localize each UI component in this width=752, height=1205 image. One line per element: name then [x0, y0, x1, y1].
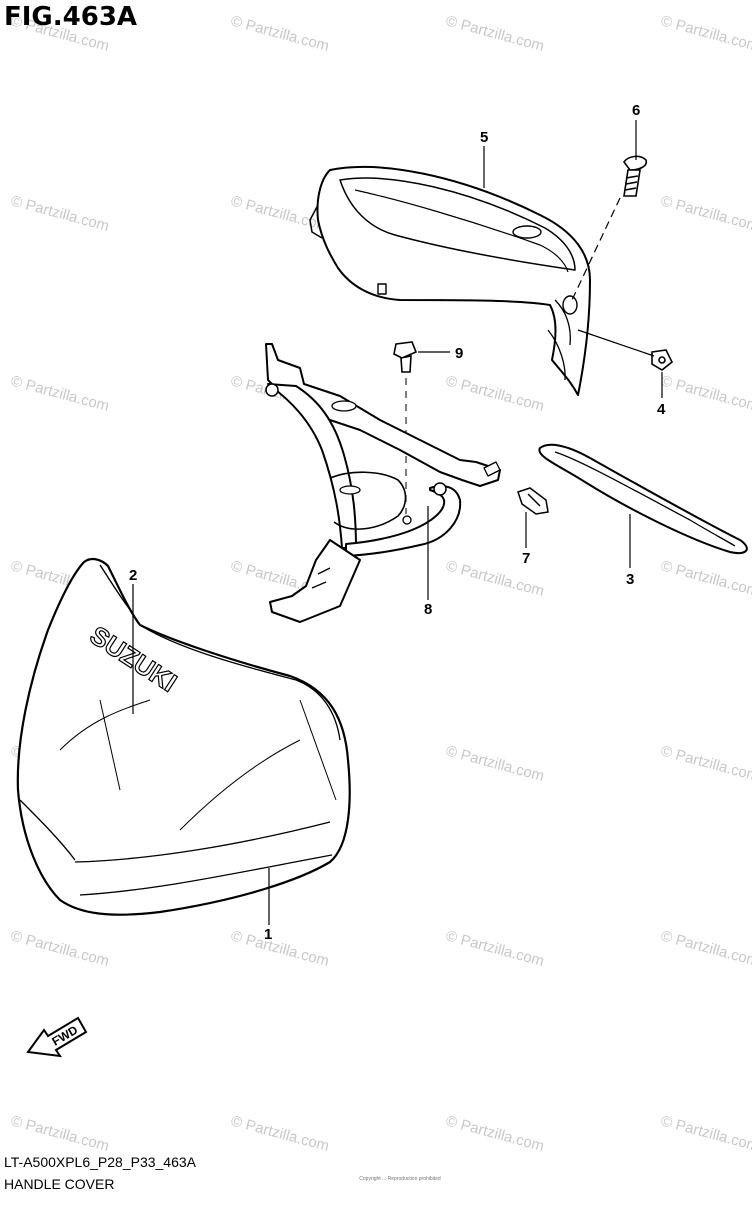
- watermark-text: © Partzilla.com: [444, 927, 546, 970]
- bracket-8: [265, 343, 501, 623]
- watermark-text: © Partzilla.com: [444, 742, 546, 785]
- watermark-text: © Partzilla.com: [229, 192, 331, 235]
- clip-nut-4: [651, 349, 674, 371]
- watermark-text: © Partzilla.com: [659, 12, 752, 55]
- watermark-text: © Partzilla.com: [229, 1112, 331, 1155]
- part-label-3: 3: [626, 571, 634, 588]
- watermark-text: © Partzilla.com: [659, 372, 752, 415]
- watermark-text: © Partzilla.com: [659, 1112, 752, 1155]
- leader-6-guide: [571, 197, 621, 301]
- watermark-text: © Partzilla.com: [444, 12, 546, 55]
- part-label-9: 9: [455, 345, 463, 362]
- upper-handle-cover: [309, 166, 591, 396]
- watermark-text: © Partzilla.com: [9, 372, 111, 415]
- watermark-text: © Partzilla.com: [229, 927, 331, 970]
- part-label-2: 2: [129, 567, 137, 584]
- part-number-labels: 2 1 5 6 4 3 7 8 9: [129, 102, 666, 943]
- watermark-text: © Partzilla.com: [444, 1112, 546, 1155]
- front-handle-cover: [16, 557, 351, 916]
- watermark-text: © Partzilla.com: [659, 192, 752, 235]
- figure-caption: HANDLE COVER: [4, 1176, 115, 1192]
- bolt-9: [393, 341, 418, 373]
- watermark-text: © Partzilla.com: [9, 192, 111, 235]
- part-label-5: 5: [480, 129, 488, 146]
- figure-title: FIG.463A: [4, 2, 138, 32]
- part-label-1: 1: [264, 926, 272, 943]
- watermark-text: © Partzilla.com: [659, 557, 752, 600]
- part-label-7: 7: [522, 550, 530, 567]
- watermark-text: © Partzilla.com: [229, 12, 331, 55]
- part-label-4: 4: [657, 401, 666, 418]
- clip-7: [517, 487, 549, 515]
- part-label-8: 8: [424, 601, 432, 618]
- fwd-arrow-icon: FWD: [26, 1016, 88, 1058]
- leader-4-guide: [577, 329, 655, 357]
- leader-lines: [132, 120, 663, 925]
- screw-6: [623, 155, 648, 197]
- watermark-text: © Partzilla.com: [659, 927, 752, 970]
- copyright-note: Copyright ... Reproduction prohibited: [359, 1176, 441, 1182]
- watermark-text: © Partzilla.com: [9, 927, 111, 970]
- watermark-text: © Partzilla.com: [659, 742, 752, 785]
- grommet-ring-3: [538, 443, 748, 554]
- model-code: LT-A500XPL6_P28_P33_463A: [4, 1154, 197, 1170]
- watermark-text: © Partzilla.com: [9, 1112, 111, 1155]
- watermark-text: © Partzilla.com: [444, 557, 546, 600]
- part-label-6: 6: [632, 102, 640, 119]
- watermark-text: © Partzilla.com: [444, 372, 546, 415]
